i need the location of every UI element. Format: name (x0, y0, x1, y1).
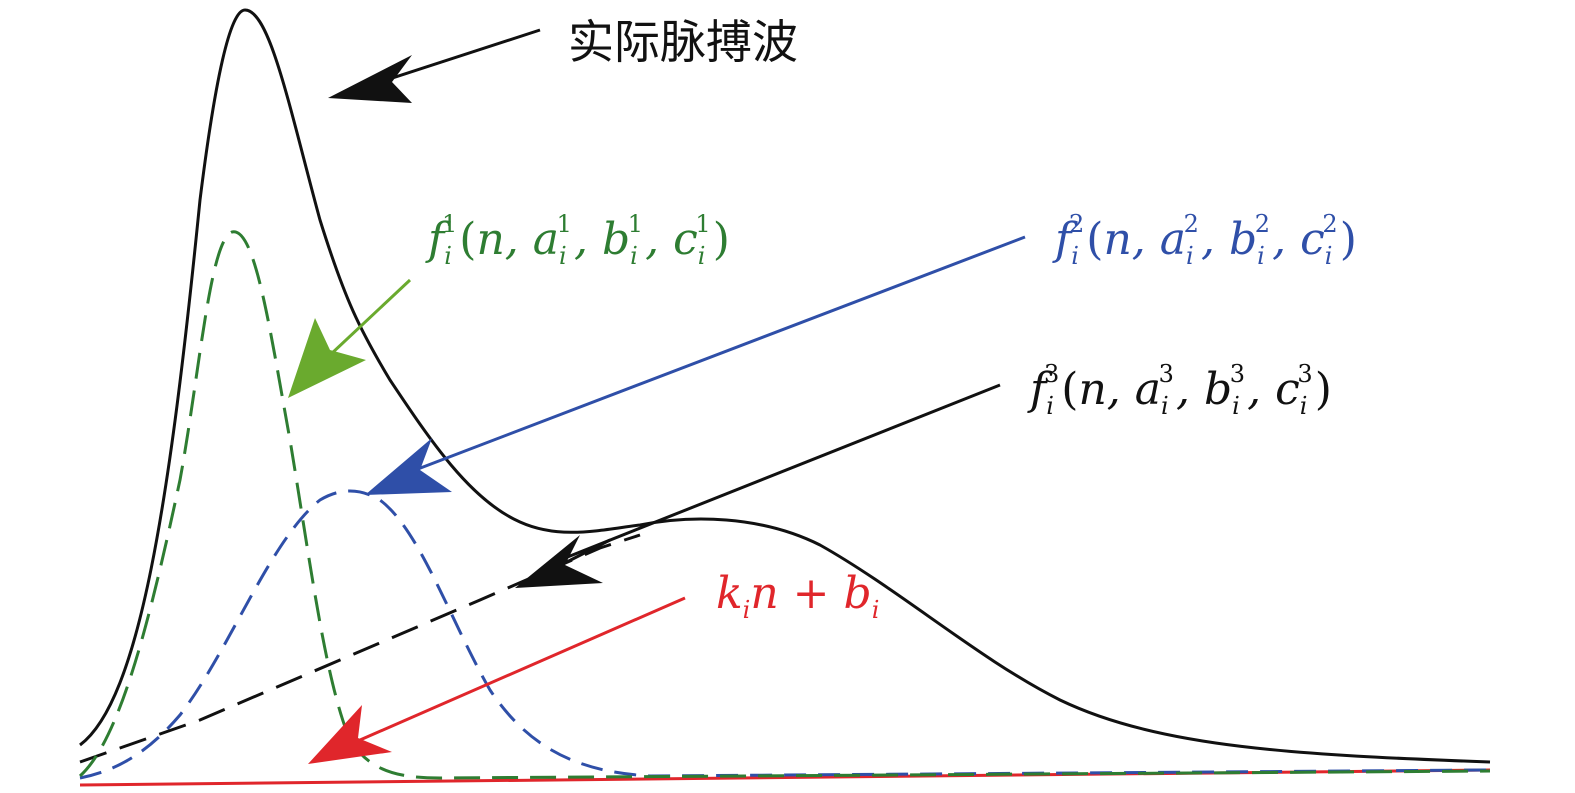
arg-b: b (1203, 364, 1233, 415)
superscript: 1 (695, 210, 711, 238)
subscript: i (1160, 392, 1169, 420)
subscript: i (871, 596, 880, 624)
title-arrow (328, 28, 541, 103)
f1-label: fi1(n, ai1, bi1, ci1) (428, 212, 730, 268)
arg-c: c (1275, 364, 1300, 415)
open-paren: ( (1061, 364, 1079, 415)
close-paren: ) (1314, 364, 1332, 415)
superscript: 3 (1229, 360, 1246, 388)
arg-a: a (532, 214, 559, 265)
f3-label: fi3(n, ai3, bi3, ci3) (1030, 362, 1332, 418)
superscript: 2 (1068, 210, 1085, 238)
subscript: i (1324, 242, 1333, 270)
comma: , (1272, 214, 1301, 265)
subscript: i (1299, 392, 1308, 420)
arg-a: a (1159, 214, 1186, 265)
superscript: 1 (627, 210, 644, 238)
arg-n: n, (1103, 214, 1160, 265)
superscript: 2 (1322, 210, 1338, 238)
superscript: 1 (556, 210, 572, 238)
superscript: 1 (441, 210, 458, 238)
f1-arrow (288, 278, 412, 398)
superscript: 3 (1043, 360, 1060, 388)
function-symbol: f (1055, 214, 1072, 265)
function-symbol: f (1030, 364, 1047, 415)
close-paren: ) (1339, 214, 1357, 265)
comma: , (1200, 214, 1229, 265)
f2-label: fi2(n, ai2, bi2, ci2) (1055, 212, 1357, 268)
linear-expression: n + b (750, 568, 872, 619)
arg-b: b (601, 214, 631, 265)
subscript: i (1257, 242, 1265, 270)
actual-pulse-wave-curve (79, 8, 1491, 764)
f3-component-curve (79, 533, 641, 764)
subscript: i (1046, 392, 1054, 420)
subscript: i (1232, 392, 1240, 420)
function-symbol: f (428, 214, 445, 265)
arg-a: a (1134, 364, 1161, 415)
subscript: i (697, 242, 706, 270)
subscript: i (558, 242, 567, 270)
arg-c: c (673, 214, 698, 265)
f3-arrow (515, 383, 1001, 588)
linear-arrow (308, 596, 686, 764)
f2-arrow (365, 235, 1026, 495)
open-paren: ( (459, 214, 477, 265)
f1-component-curve (78, 230, 1491, 780)
comma: , (645, 214, 674, 265)
subscript: i (1185, 242, 1194, 270)
arg-b: b (1228, 214, 1258, 265)
arg-n: n, (1078, 364, 1135, 415)
linear-trend-label: kin + bi (716, 572, 880, 624)
superscript: 3 (1297, 360, 1313, 388)
subscript: i (1071, 242, 1079, 270)
subscript: i (444, 242, 452, 270)
actual-pulse-wave-label: 实际脉搏波 (568, 15, 798, 69)
subscript: i (630, 242, 638, 270)
arg-n: n, (476, 214, 533, 265)
f2-component-curve (79, 489, 1491, 780)
comma: , (1175, 364, 1204, 415)
close-paren: ) (712, 214, 730, 265)
open-paren: ( (1086, 214, 1104, 265)
comma: , (1247, 364, 1276, 415)
superscript: 3 (1158, 360, 1174, 388)
superscript: 2 (1254, 210, 1271, 238)
k-symbol: k (716, 568, 743, 619)
subscript: i (742, 596, 751, 624)
comma: , (573, 214, 602, 265)
superscript: 2 (1183, 210, 1199, 238)
arg-c: c (1300, 214, 1325, 265)
